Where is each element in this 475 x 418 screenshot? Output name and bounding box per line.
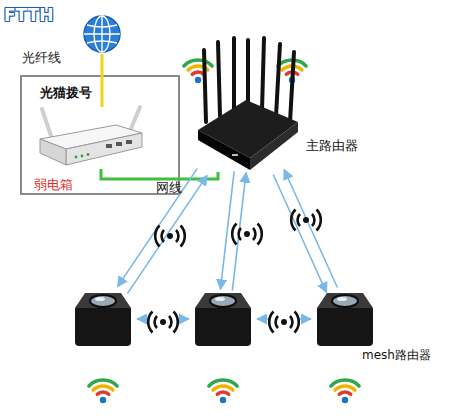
wireless-signal-symbol bbox=[268, 309, 300, 335]
fiber-cable bbox=[102, 54, 103, 107]
mesh-router bbox=[72, 290, 134, 348]
shape-outline bbox=[192, 290, 254, 348]
wireless-signal-symbol bbox=[155, 226, 185, 247]
optical-modem: 光猫拨号 bbox=[36, 107, 146, 169]
wifi-symbol bbox=[209, 380, 237, 403]
wireless-signal-symbol bbox=[232, 224, 262, 245]
wifi-symbol bbox=[184, 60, 212, 83]
node-label: FTTH bbox=[4, 6, 53, 25]
connector-label: 光纤线 bbox=[22, 50, 61, 65]
wireless-signal-symbol bbox=[147, 309, 179, 335]
node-label: 弱电箱 bbox=[34, 177, 73, 192]
node-label: mesh路由器 bbox=[362, 348, 431, 363]
internet-globe: FTTH bbox=[82, 14, 122, 54]
shape-outline bbox=[196, 36, 300, 172]
wifi-symbol bbox=[89, 380, 117, 403]
mesh-router: mesh路由器 bbox=[314, 290, 376, 348]
node-label: 光猫拨号 bbox=[40, 85, 92, 100]
wireless-link bbox=[273, 170, 337, 293]
network-cable bbox=[101, 169, 218, 179]
wifi-symbol bbox=[331, 380, 359, 403]
shape-outline bbox=[82, 14, 122, 54]
wireless-link bbox=[118, 169, 208, 294]
shape-outline bbox=[72, 290, 134, 348]
connector-label: 网线 bbox=[156, 180, 182, 195]
shape-outline bbox=[314, 290, 376, 348]
shape-outline bbox=[36, 107, 146, 169]
wireless-signal-symbol bbox=[291, 210, 321, 231]
main-router: 主路由器 bbox=[196, 36, 300, 172]
node-label: 主路由器 bbox=[306, 138, 358, 153]
mesh-router bbox=[192, 290, 254, 348]
